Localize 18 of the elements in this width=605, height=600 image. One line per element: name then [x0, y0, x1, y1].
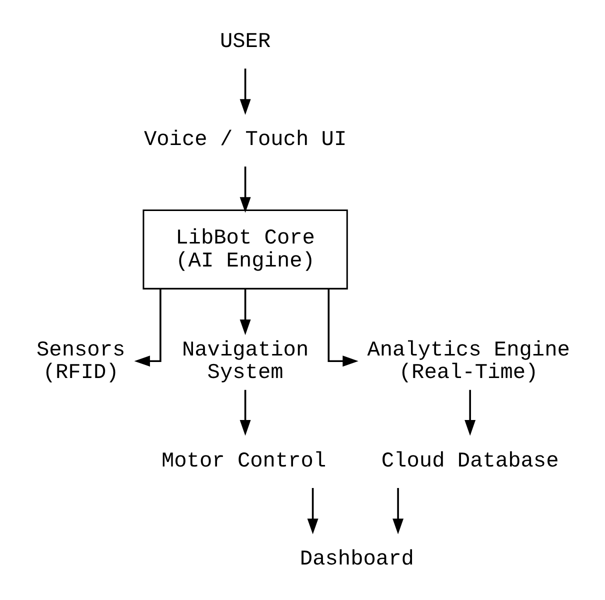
arrow: [239, 68, 250, 115]
arrow: [306, 488, 318, 534]
node-text: Analytics Engine (Real-Time): [366, 338, 570, 385]
arrow: [464, 390, 476, 436]
node-text: Cloud Database: [380, 449, 558, 474]
arrow: [239, 289, 250, 336]
arrow: [239, 166, 250, 213]
node-text: Sensors (RFID): [36, 338, 125, 385]
arrow: [239, 390, 250, 436]
arrow: [327, 289, 358, 367]
node-box: LibBot Core (AI Engine): [142, 209, 348, 290]
arrow: [134, 289, 161, 367]
node-text: Motor Control: [160, 449, 326, 474]
node-text: Dashboard: [299, 547, 414, 572]
arrow: [392, 488, 404, 534]
node-text: Navigation System: [181, 338, 308, 385]
node-text: Voice / Touch UI: [143, 128, 346, 152]
node-text: USER: [219, 30, 270, 54]
